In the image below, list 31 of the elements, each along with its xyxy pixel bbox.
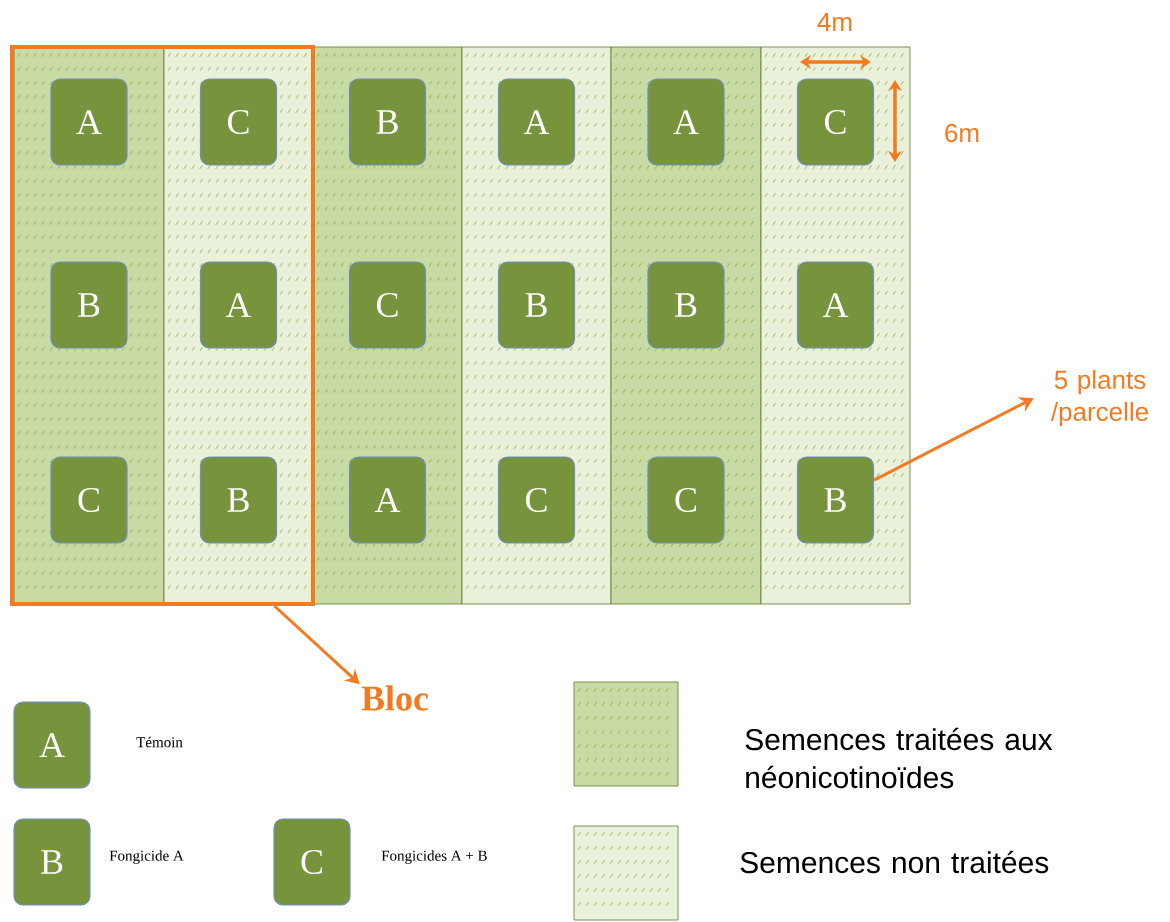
treatment-square: C bbox=[647, 456, 725, 544]
treatment-square: B bbox=[647, 261, 725, 349]
treatment-label: Fongicides A + B bbox=[381, 850, 487, 864]
treatment-label: Fongicide A bbox=[109, 850, 184, 864]
block-frame bbox=[10, 45, 315, 606]
treatment-square: B bbox=[796, 456, 875, 544]
treatment-square: C bbox=[50, 456, 128, 544]
treatment-square: B bbox=[50, 261, 128, 349]
treatment-square: A bbox=[13, 701, 91, 789]
dimension-label: 4m bbox=[817, 13, 852, 31]
treatment-label: Témoin bbox=[136, 736, 183, 748]
treatment-square: B bbox=[497, 261, 576, 349]
treatment-square: B bbox=[13, 818, 91, 906]
legend-text: Semences traitées aux néonicotinoïdes bbox=[745, 727, 1053, 789]
treatment-square: A bbox=[50, 78, 128, 166]
block-label: Bloc bbox=[361, 685, 429, 711]
treatment-square: A bbox=[348, 456, 427, 544]
treatment-square: C bbox=[199, 78, 278, 166]
treatment-square: B bbox=[199, 456, 278, 544]
treatment-square: B bbox=[348, 78, 427, 166]
treatment-square: C bbox=[497, 456, 576, 544]
treatment-square: A bbox=[497, 78, 576, 166]
treatment-square: A bbox=[647, 78, 725, 166]
legend-text: Semences non traitées bbox=[740, 850, 1049, 874]
dimension-label: 6m bbox=[945, 123, 979, 143]
treatment-square: A bbox=[796, 261, 875, 349]
treatment-square: C bbox=[273, 818, 351, 906]
annotation-text: 5 plants /parcelle bbox=[1050, 369, 1148, 427]
treatment-square: C bbox=[348, 261, 427, 349]
treatment-square: C bbox=[796, 78, 875, 166]
treatment-square: A bbox=[199, 261, 278, 349]
